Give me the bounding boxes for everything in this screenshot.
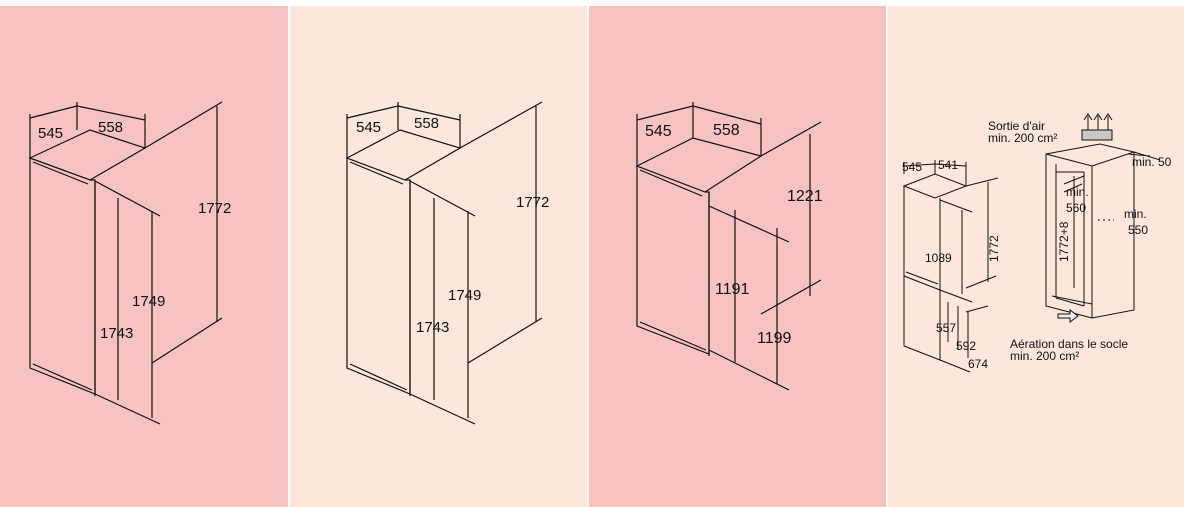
fridge-drawing-3: 545 558 1221 1191 1199 [635,102,823,391]
niche-depth-label-b: 550 [1128,223,1148,237]
panel-3: 545 558 1221 1191 1199 [589,6,886,507]
dim-height-outer-1: 1772 [198,200,231,217]
niche-height-label: 1772+8 [1057,221,1071,262]
panel-2: 545 558 1772 1749 1743 [290,6,587,507]
air-in-area: min. 200 cm² [1010,349,1079,363]
dim-height-inner-1: 1743 [100,325,133,342]
dim-depth-4: 545 [902,160,922,174]
niche-width-label-a: min. [1066,185,1089,199]
dim-height-front-3: 1199 [757,330,792,347]
dim-width-2: 558 [414,115,439,132]
fridge-drawing-2: 545 558 1772 1749 1743 [345,101,549,425]
dim-674: 674 [968,357,988,371]
dim-height-upper-4: 1089 [925,251,952,265]
dim-height-outer-2: 1772 [516,194,549,211]
niche-drawing-4: 545 541 1772 1089 557 592 674 Sortie d'a… [902,113,1172,373]
top-gap-label: min. 50 [1132,155,1172,169]
dim-height-top-3: 1221 [787,188,823,205]
dim-depth-3: 545 [645,123,672,140]
panel-1: 545 558 1772 1749 1743 [0,6,288,507]
air-out-label: Sortie d'air [988,119,1045,133]
niche-depth-label-a: min. [1124,207,1147,221]
dim-width-1: 558 [98,119,123,136]
dim-depth-2: 545 [356,119,381,136]
dim-height-door-3: 1191 [715,281,750,298]
air-out-area: min. 200 cm² [988,131,1057,145]
air-in-label: Aération dans le socle [1010,337,1128,351]
dim-height-total-4: 1772 [987,235,1001,262]
fridge-drawing-1: 545 558 1772 1749 1743 [28,101,231,425]
panel-4: 545 541 1772 1089 557 592 674 Sortie d'a… [888,6,1184,507]
dim-557: 557 [936,321,956,335]
dim-height-mid-1: 1749 [132,293,165,310]
dim-width-4: 541 [938,158,958,172]
niche-width-label-b: 560 [1066,201,1086,215]
dim-height-mid-2: 1749 [448,287,481,304]
dim-592: 592 [956,339,976,353]
dim-height-inner-2: 1743 [416,319,449,336]
dim-width-3: 558 [713,122,740,139]
dim-depth-1: 545 [38,125,63,142]
